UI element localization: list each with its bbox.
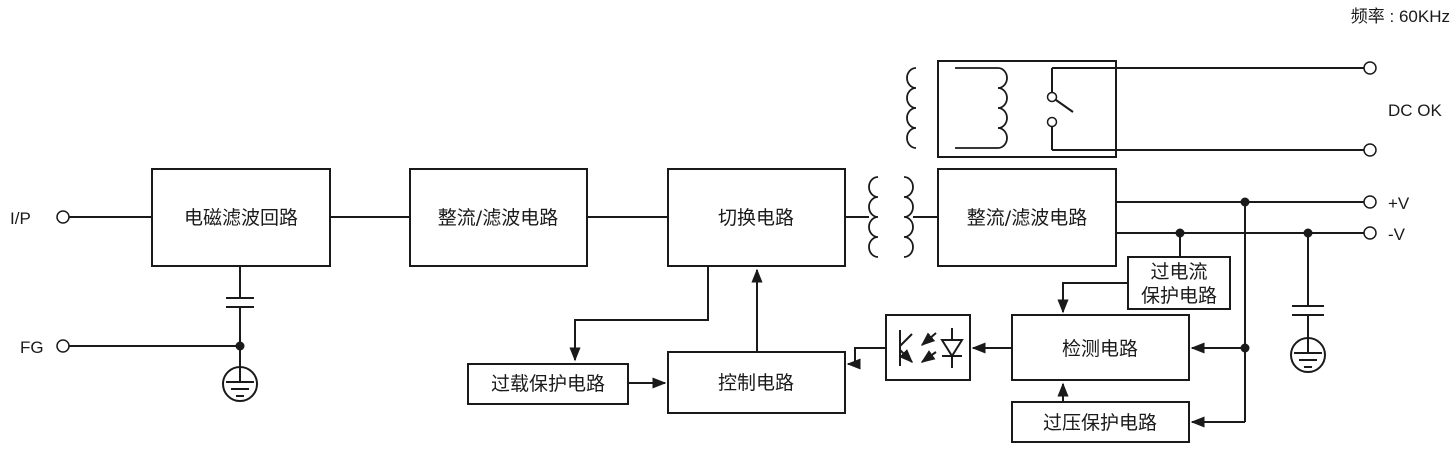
block-rectifier-primary: 整流/滤波电路 [409,168,588,267]
svg-text:整流/滤波电路: 整流/滤波电路 [967,207,1087,229]
ground-symbol-output [1290,337,1326,373]
terminal-positive: +V [1363,194,1410,213]
svg-text:FG: FG [20,338,44,357]
svg-text:控制电路: 控制电路 [718,372,794,394]
svg-text:切换电路: 切换电路 [718,207,794,229]
svg-text:过电流: 过电流 [1150,261,1207,283]
svg-text:DC OK: DC OK [1388,101,1443,120]
block-switching: 切换电路 [667,168,846,267]
svg-text:电磁滤波回路: 电磁滤波回路 [184,207,298,229]
wires [69,67,1364,428]
block-overload-protection: 过载保护电路 [467,363,629,405]
svg-text:-V: -V [1388,225,1406,244]
svg-text:整流/滤波电路: 整流/滤波电路 [438,207,558,229]
terminal-fg: FG [20,338,70,357]
block-control: 控制电路 [667,351,846,414]
junction-dots [235,197,1313,353]
terminal-negative: -V [1363,225,1406,244]
svg-text:保护电路: 保护电路 [1141,285,1217,307]
block-overcurrent-protection: 过电流 保护电路 [1127,256,1231,310]
optocoupler-icon [885,314,971,381]
svg-text:检测电路: 检测电路 [1062,338,1138,360]
svg-text:+V: +V [1388,194,1410,213]
relay-transformer-icon [906,67,917,149]
main-transformer-icon [858,176,922,258]
block-emi-filter: 电磁滤波回路 [151,168,331,267]
svg-text:过压保护电路: 过压保护电路 [1043,412,1157,434]
ground-symbol-fg [222,366,258,402]
svg-text:过载保护电路: 过载保护电路 [491,373,605,395]
block-detection: 检测电路 [1011,314,1190,381]
frequency-label: 频率 : 60KHz [1351,7,1450,26]
block-overvoltage-protection: 过压保护电路 [1011,401,1190,443]
dc-ok-relay [937,60,1117,158]
block-rectifier-secondary: 整流/滤波电路 [937,168,1117,267]
terminal-input: I/P [10,209,70,228]
terminal-dc-ok: DC OK [1363,61,1443,157]
svg-text:I/P: I/P [10,209,31,228]
